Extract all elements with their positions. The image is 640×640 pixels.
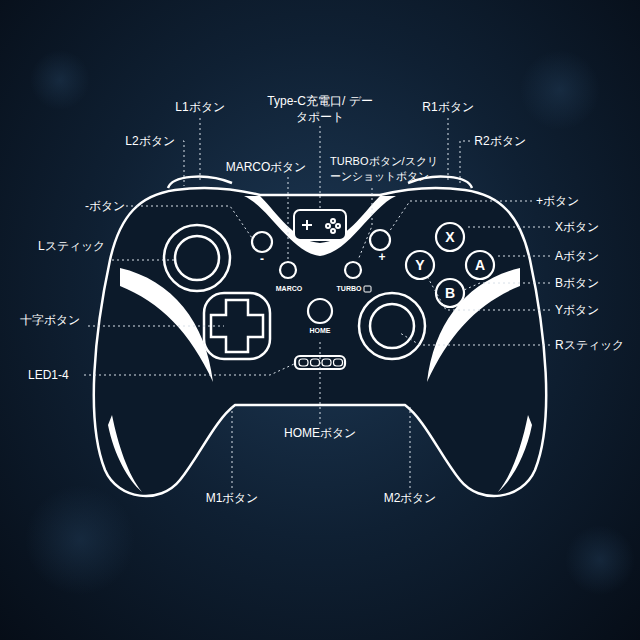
leader-lines xyxy=(84,364,294,375)
center-icon xyxy=(336,224,340,228)
callout-label: MARCOボタン xyxy=(226,159,307,175)
bokeh xyxy=(25,485,135,595)
callout-label: Xボタン xyxy=(555,219,599,235)
small-buttons xyxy=(345,262,361,278)
leader-lines xyxy=(232,407,233,488)
small-buttons xyxy=(299,359,308,366)
callout-label: Yボタン xyxy=(555,302,599,318)
small-buttons xyxy=(280,262,296,278)
white-trim xyxy=(427,268,520,382)
face-buttons xyxy=(466,251,494,279)
button-letter: X xyxy=(445,228,454,247)
small-buttons xyxy=(364,286,371,292)
small-buttons xyxy=(334,359,343,366)
leader-lines xyxy=(400,333,550,345)
small-buttons xyxy=(252,232,272,252)
leader-lines xyxy=(183,141,184,186)
face-buttons xyxy=(436,223,464,251)
small-buttons xyxy=(322,359,331,366)
callout-label: R2ボタン xyxy=(474,133,525,149)
leader-lines xyxy=(428,278,550,310)
button-caption: MARCO xyxy=(276,284,302,293)
face-buttons xyxy=(406,251,434,279)
small-buttons xyxy=(252,230,390,369)
callout-label: Type-C充電口/ データポート xyxy=(264,93,376,125)
leader-lines xyxy=(464,283,550,290)
leader-lines xyxy=(358,188,372,260)
sticks xyxy=(164,225,230,291)
sticks xyxy=(359,293,425,359)
button-caption: HOME xyxy=(310,326,331,335)
button-symbol: + xyxy=(378,249,385,265)
callout-label: Aボタン xyxy=(555,248,599,264)
callout-label: Bボタン xyxy=(555,275,599,291)
small-buttons xyxy=(311,359,320,366)
white-trim xyxy=(244,196,396,256)
callout-label: LED1-4 xyxy=(28,367,69,383)
callout-label: R1ボタン xyxy=(422,99,473,115)
center-icon xyxy=(302,220,312,230)
center-icon xyxy=(331,219,335,223)
center-icon xyxy=(294,210,346,240)
callout-label: L2ボタン xyxy=(125,133,174,149)
button-letter: A xyxy=(475,256,485,275)
button-symbol: - xyxy=(260,251,264,267)
controller-body xyxy=(94,188,546,496)
callout-label: 十字ボタン xyxy=(20,312,80,328)
small-buttons xyxy=(370,230,390,250)
leader-lines xyxy=(448,118,449,181)
face-buttons xyxy=(406,223,494,307)
bokeh xyxy=(25,50,635,595)
face-buttons xyxy=(436,279,464,307)
bokeh xyxy=(520,50,600,130)
callout-label: Rスティック xyxy=(555,337,624,353)
sticks xyxy=(164,225,425,359)
button-caption: TURBO xyxy=(337,284,362,293)
leader-lines xyxy=(320,340,321,424)
button-letter: B xyxy=(445,284,455,303)
leader-lines xyxy=(126,206,252,238)
leader-lines xyxy=(460,141,470,186)
controller-body xyxy=(94,177,546,496)
callout-label: M1ボタン xyxy=(206,490,259,506)
white-trim xyxy=(498,415,532,492)
white-trim xyxy=(108,196,532,492)
leader-lines xyxy=(389,201,532,232)
callout-label: TURBOボタン/スクリ ーンショットボタン xyxy=(330,154,442,184)
white-trim xyxy=(108,415,142,492)
center-icon xyxy=(331,229,335,233)
bokeh xyxy=(565,525,635,595)
center-icon xyxy=(326,224,330,228)
callout-label: HOMEボタン xyxy=(284,425,356,441)
callout-label: L1ボタン xyxy=(175,99,224,115)
leader-lines xyxy=(496,256,550,257)
leader-lines xyxy=(288,177,289,260)
center-icon xyxy=(294,210,346,240)
leader-lines xyxy=(84,118,550,488)
callout-label: +ボタン xyxy=(536,193,579,209)
leader-lines xyxy=(320,126,321,208)
sticks xyxy=(370,304,414,348)
sticks xyxy=(175,236,219,280)
leader-lines xyxy=(88,326,224,327)
callout-label: M2ボタン xyxy=(384,490,437,506)
button-letter: Y xyxy=(415,256,424,275)
leader-lines xyxy=(466,227,550,228)
callout-label: Lスティック xyxy=(38,238,105,254)
bokeh xyxy=(30,50,90,110)
callout-label: -ボタン xyxy=(85,198,125,214)
leader-lines xyxy=(112,260,174,261)
leader-lines xyxy=(410,407,411,488)
leader-lines xyxy=(200,118,201,181)
small-buttons xyxy=(308,299,332,323)
